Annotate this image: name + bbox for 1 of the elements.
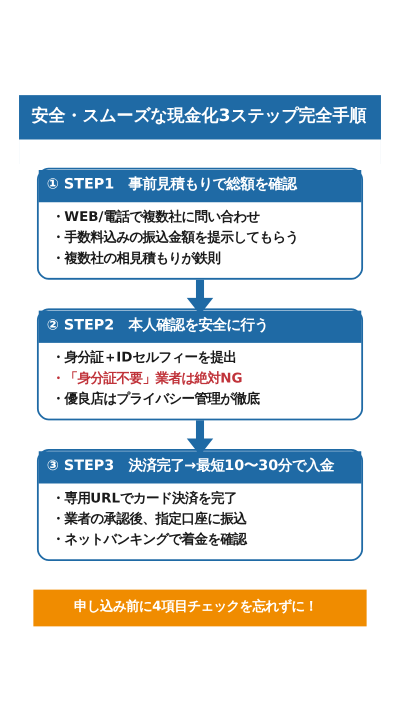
diagram-title: 安全・スムーズな現金化3ステップ完全手順 (32, 105, 366, 126)
